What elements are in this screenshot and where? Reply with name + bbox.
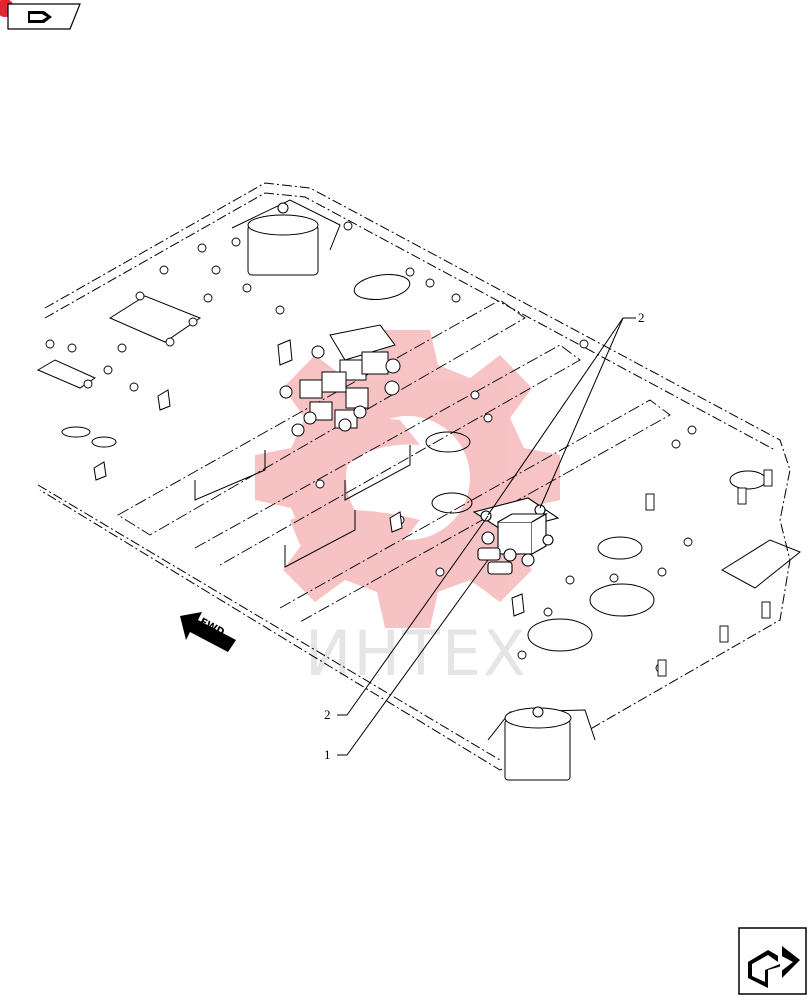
leader-lines (337, 317, 636, 756)
callout-2-top: 2 (638, 310, 645, 325)
callout-1: 1 (324, 747, 331, 762)
back-to-index-button[interactable] (0, 0, 81, 30)
callout-2-bottom: 2 (324, 707, 331, 722)
floor-plate (37, 182, 791, 771)
fwd-arrow-icon (180, 612, 236, 652)
top-swivel-housing (231, 199, 341, 276)
small-brackets (93, 389, 525, 617)
forward-direction-arrow: FWD (180, 612, 236, 652)
bottom-swivel-housing (487, 706, 596, 781)
selector-valve-assembly (472, 497, 560, 575)
u-brackets (194, 445, 411, 568)
oval-cutouts (61, 273, 767, 652)
next-page-button[interactable] (738, 927, 807, 995)
watermark-gear-logo (255, 330, 560, 628)
left-cover-panel (108, 295, 202, 343)
watermark-text: ИНТЕХ (305, 617, 528, 690)
hydraulic-valve-cluster (277, 324, 401, 437)
right-cover-panel (721, 539, 801, 589)
fittings (45, 221, 773, 677)
left-strip (36, 359, 97, 389)
